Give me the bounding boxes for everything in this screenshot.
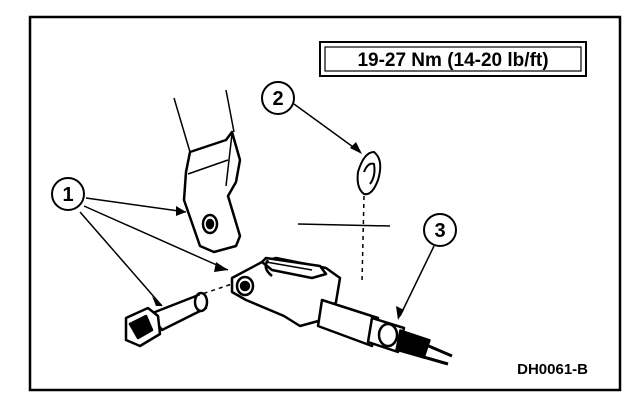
callout-2: 2 bbox=[261, 81, 362, 154]
callout-1: 1 bbox=[51, 177, 229, 307]
callout-3: 3 bbox=[396, 213, 457, 320]
clevis-pin bbox=[124, 283, 233, 348]
callout-3-label: 3 bbox=[434, 220, 445, 242]
pedal-arm bbox=[173, 89, 242, 254]
torque-spec-box: 19-27 Nm (14-20 lb/ft) bbox=[319, 41, 587, 77]
push-rod bbox=[297, 223, 453, 366]
retaining-clip bbox=[356, 150, 382, 283]
torque-spec-label: 19-27 Nm (14-20 lb/ft) bbox=[357, 50, 548, 71]
callout-2-label: 2 bbox=[272, 88, 283, 110]
figure-frame bbox=[28, 15, 622, 392]
callout-1-label: 1 bbox=[62, 184, 73, 206]
figure-code: DH0061-B bbox=[517, 361, 588, 378]
clevis bbox=[230, 256, 342, 328]
